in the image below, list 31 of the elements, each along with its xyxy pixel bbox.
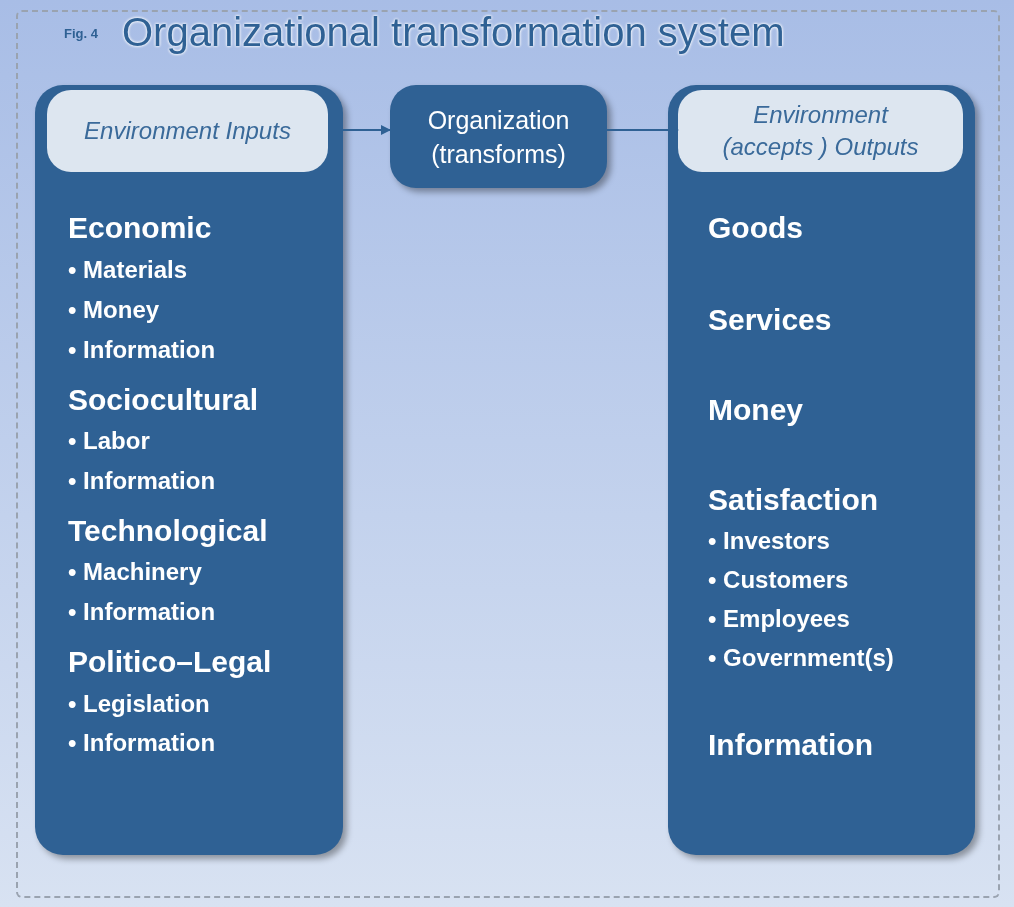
header-pill — [47, 90, 328, 172]
category-heading: Sociocultural — [68, 382, 259, 418]
list-item: • Money — [68, 295, 160, 325]
list-item: • Information — [68, 466, 216, 496]
list-item: • Materials — [68, 255, 188, 285]
list-item: • Machinery — [68, 557, 202, 587]
figure-number: Fig. 4 — [64, 25, 98, 43]
panel-box — [35, 85, 343, 855]
header-text: Environment (accepts ) Outputs — [721, 100, 920, 162]
category-heading: Goods — [708, 210, 803, 246]
process-box: Organization (transforms) — [390, 85, 607, 188]
list-item: • Labor — [68, 426, 150, 456]
list-item: • Customers — [708, 565, 849, 595]
category-heading: Money — [708, 392, 803, 428]
category-heading: Economic — [68, 210, 212, 246]
list-item: • Information — [68, 728, 216, 758]
category-heading: Technological — [68, 513, 268, 549]
panel-box — [668, 85, 975, 855]
header-pill — [678, 90, 963, 172]
list-item: • Legislation — [68, 689, 210, 719]
list-item: • Information — [68, 597, 216, 627]
list-item: • Information — [68, 335, 216, 365]
category-heading: Satisfaction — [708, 482, 879, 518]
title: Organizational transformation system — [122, 9, 785, 56]
list-item: • Government(s) — [708, 643, 894, 673]
category-heading: Politico–Legal — [68, 644, 272, 680]
list-item: • Investors — [708, 526, 830, 556]
category-heading: Services — [708, 302, 832, 338]
header-text: Environment Inputs — [83, 116, 292, 146]
list-item: • Employees — [708, 604, 850, 634]
category-heading: Information — [708, 727, 873, 763]
